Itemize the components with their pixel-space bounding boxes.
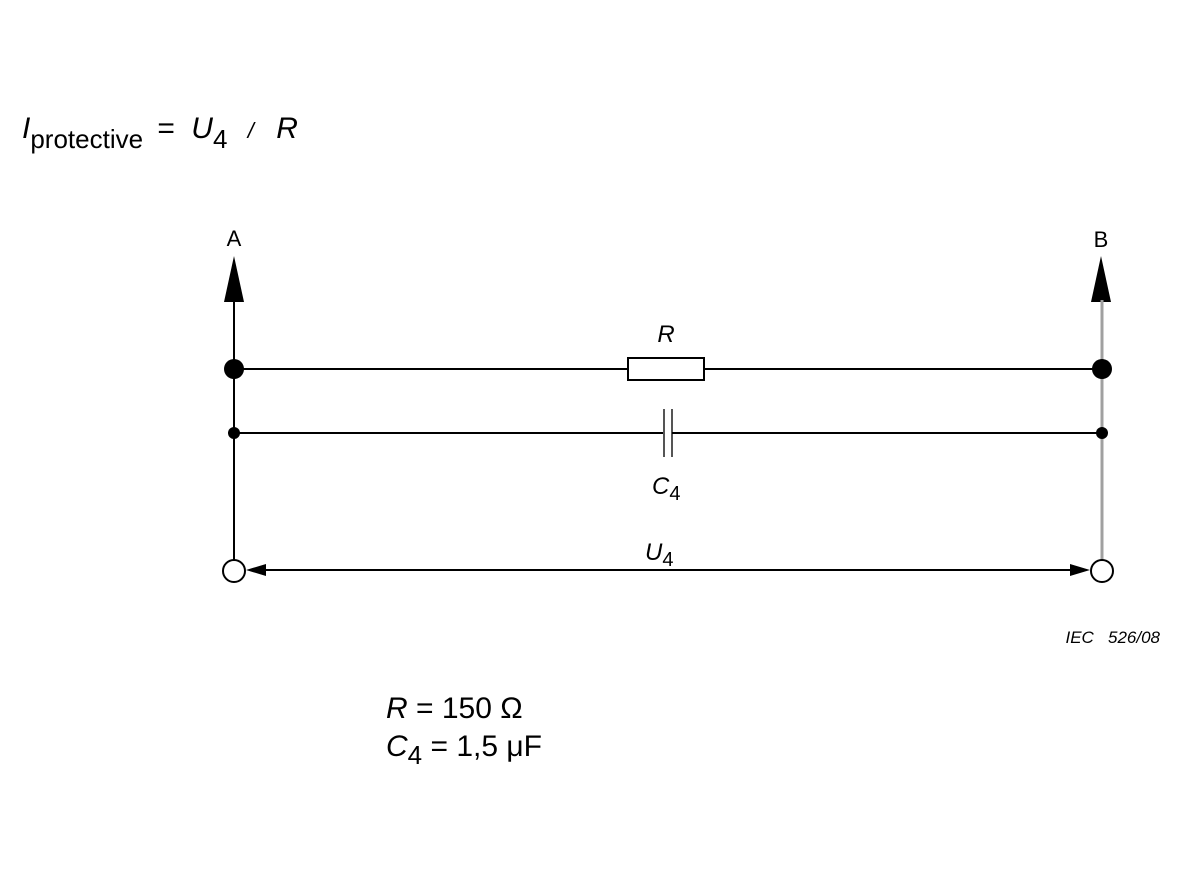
- junction-dot-a-capacitor: [228, 427, 240, 439]
- resistor-symbol: [627, 357, 705, 381]
- formula-equals: =: [157, 112, 175, 145]
- junction-dot-a-resistor: [224, 359, 244, 379]
- formula-current-subscript: protective: [30, 124, 144, 154]
- voltage-arrow-head-right: [1070, 564, 1090, 576]
- capacitance-symbol: C: [386, 730, 408, 763]
- terminal-a-arrow: [224, 256, 244, 302]
- capacitor-label-subscript: 4: [669, 483, 680, 505]
- terminal-b-arrow: [1091, 256, 1111, 302]
- capacitor-label-symbol: C: [652, 473, 670, 500]
- voltage-arrow-head-left: [246, 564, 266, 576]
- open-terminal-b: [1090, 559, 1114, 583]
- formula-resistance-symbol: R: [276, 112, 298, 145]
- voltage-label-symbol: U: [645, 539, 663, 566]
- resistance-value: = 150 Ω: [416, 692, 523, 725]
- junction-dot-b-capacitor: [1096, 427, 1108, 439]
- voltage-label: U4: [645, 539, 673, 571]
- formula-voltage-symbol: U: [191, 112, 213, 145]
- figure-reference: IEC 526/08: [1065, 628, 1160, 647]
- formula-voltage-subscript: 4: [212, 124, 228, 154]
- resistance-value-row: R = 150 Ω: [386, 690, 542, 728]
- junction-dot-b-resistor: [1092, 359, 1112, 379]
- capacitor-label: C4: [652, 473, 680, 505]
- capacitance-value-row: C4 = 1,5 μF: [386, 728, 542, 768]
- voltage-label-subscript: 4: [662, 549, 673, 571]
- formula-division-slash: /: [247, 118, 254, 143]
- formula-current-symbol: I: [22, 112, 31, 145]
- terminal-b-label: B: [1094, 227, 1109, 252]
- capacitance-subscript: 4: [407, 740, 423, 770]
- protective-current-formula: Iprotective = U4 / R: [22, 112, 298, 152]
- capacitance-value: = 1,5 μF: [430, 730, 542, 763]
- resistance-symbol: R: [386, 692, 408, 725]
- resistor-label: R: [657, 321, 674, 348]
- open-terminal-a: [222, 559, 246, 583]
- terminal-a-label: A: [227, 226, 242, 251]
- component-values: R = 150 Ω C4 = 1,5 μF: [386, 690, 542, 768]
